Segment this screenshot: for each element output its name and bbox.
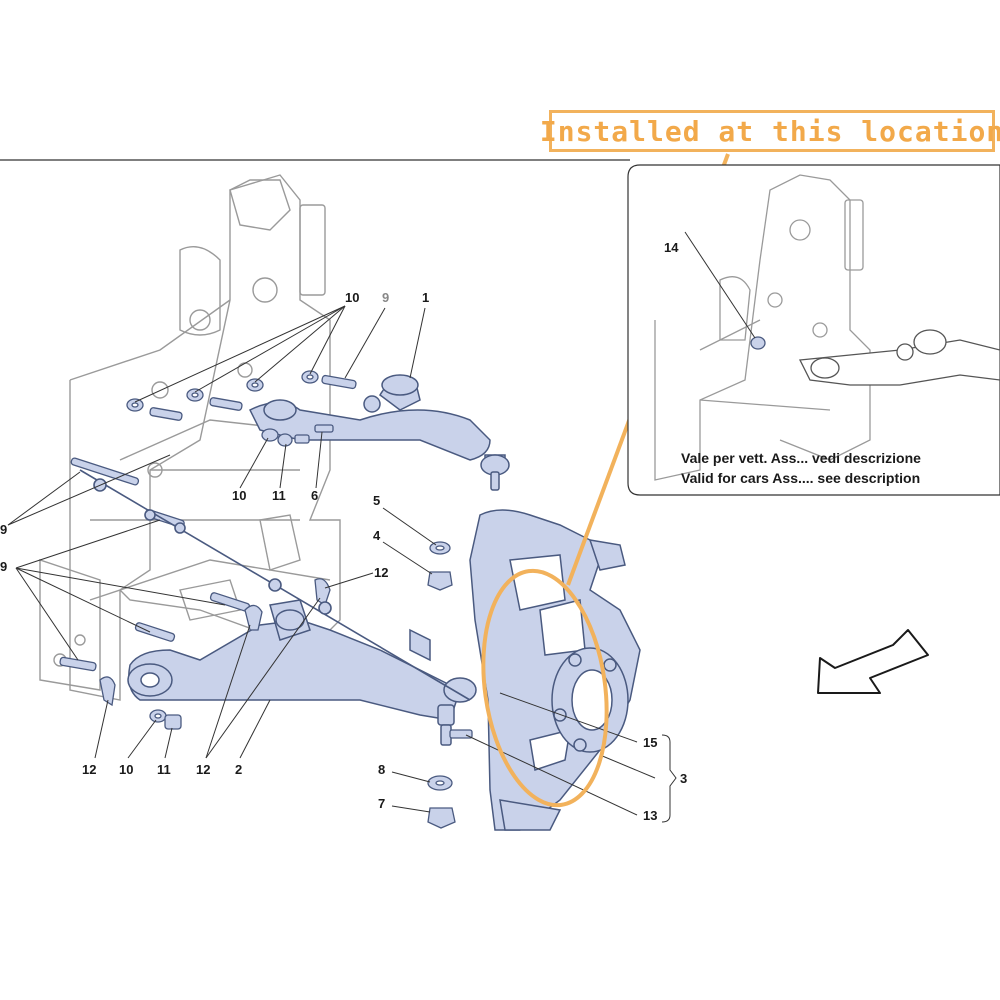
callout-9-left-b: 9 — [0, 559, 7, 574]
installed-location-banner: Installed at this location — [540, 110, 1000, 152]
lower-wishbone — [127, 599, 477, 746]
callout-13: 13 — [643, 808, 657, 823]
callout-9-left-a: 9 — [0, 522, 7, 537]
hardware-parts — [59, 370, 473, 829]
callout-12-bottom-b: 12 — [196, 762, 210, 777]
callout-14: 14 — [664, 240, 679, 255]
callout-11-mid: 11 — [272, 488, 286, 503]
callout-15: 15 — [643, 735, 657, 750]
inset-note-line1: Vale per vett. Ass... vedi descrizione — [681, 450, 921, 466]
callout-5: 5 — [373, 493, 380, 508]
inset-note-line2: Valid for cars Ass.... see description — [681, 470, 920, 486]
callout-3: 3 — [680, 771, 687, 786]
callout-8: 8 — [378, 762, 385, 777]
callout-12-bottom-a: 12 — [82, 762, 96, 777]
callout-2: 2 — [235, 762, 242, 777]
inset-detail-panel: 14 Vale per vett. Ass... vedi descrizion… — [627, 164, 1000, 496]
subframe-outline — [39, 174, 341, 701]
callout-10-mid: 10 — [232, 488, 246, 503]
callout-7: 7 — [378, 796, 385, 811]
callout-10-top: 10 — [345, 290, 359, 305]
upper-wishbone — [248, 374, 510, 491]
leader-lines — [7, 305, 677, 823]
callout-11-bottom: 11 — [157, 762, 171, 777]
callout-10-bottom: 10 — [119, 762, 133, 777]
inset-washer — [750, 336, 766, 350]
inset-upper-wishbone — [798, 329, 1000, 386]
callout-4: 4 — [373, 528, 381, 543]
callout-12-right: 12 — [374, 565, 388, 580]
inset-subframe-outline — [654, 174, 871, 481]
tie-rod — [79, 469, 471, 701]
arrow-icon — [817, 629, 929, 694]
banner-text: Installed at this location — [539, 114, 1000, 148]
callout-6: 6 — [311, 488, 318, 503]
callout-9-top: 9 — [382, 290, 389, 305]
hub-carrier — [469, 509, 641, 831]
callout-1: 1 — [422, 290, 429, 305]
